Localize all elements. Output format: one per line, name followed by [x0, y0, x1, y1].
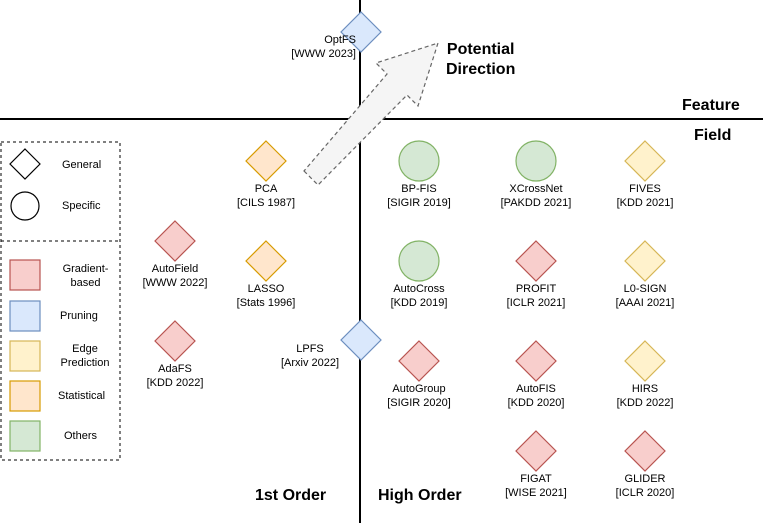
- hirs-venue: [KDD 2022]: [616, 397, 674, 409]
- l0-sign-venue: [AAAI 2021]: [615, 297, 675, 309]
- glider-name: GLIDER: [624, 473, 666, 485]
- figat-node: [515, 430, 557, 472]
- glider-label: GLIDER [ICLR 2020]: [601, 472, 689, 500]
- legend-edge-swatch: [9, 340, 41, 372]
- lasso-node: [245, 240, 287, 282]
- adafs-label: AdaFS [KDD 2022]: [131, 362, 219, 390]
- legend-edge-label: Edge Prediction: [54, 342, 116, 370]
- profit-label: PROFIT [ICLR 2021]: [492, 282, 580, 310]
- legend-gradient-line2: based: [70, 277, 101, 289]
- legend-others-label: Others: [64, 430, 98, 442]
- glider-venue: [ICLR 2020]: [615, 487, 675, 499]
- hirs-name: HIRS: [631, 383, 659, 395]
- autofis-node: [515, 340, 557, 382]
- autofield-label: AutoField [WWW 2022]: [131, 262, 219, 290]
- figat-venue: [WISE 2021]: [505, 487, 567, 499]
- l0-sign-name: L0-SIGN: [623, 283, 667, 295]
- optfs-venue: [WWW 2023]: [291, 48, 356, 60]
- legend-edge-line2: Prediction: [60, 357, 110, 369]
- legend-pruning-swatch: [9, 300, 41, 332]
- xcrossnet-node: [515, 140, 557, 182]
- bp-fis-label: BP-FIS [SIGIR 2019]: [375, 182, 463, 210]
- bp-fis-venue: [SIGIR 2019]: [387, 197, 451, 209]
- autogroup-node: [398, 340, 440, 382]
- feature-label: Feature: [682, 97, 740, 114]
- optfs-node: [340, 11, 382, 53]
- autofis-label: AutoFIS [KDD 2020]: [492, 382, 580, 410]
- autofis-venue: [KDD 2020]: [507, 397, 565, 409]
- legend-edge-line1: Edge: [72, 343, 98, 355]
- legend-specific-label: Specific: [62, 200, 101, 212]
- legend-statistical-swatch: [9, 380, 41, 412]
- potential-direction-line2: Direction: [446, 61, 516, 78]
- autofis-name: AutoFIS: [516, 383, 556, 395]
- legend-statistical-label: Statistical: [58, 390, 106, 402]
- lpfs-label: LPFS [Arxiv 2022]: [270, 342, 350, 370]
- figat-label: FIGAT [WISE 2021]: [492, 472, 580, 500]
- field-label: Field: [694, 127, 732, 144]
- adafs-node: [154, 320, 196, 362]
- glider-node: [624, 430, 666, 472]
- pca-label: PCA [CILS 1987]: [222, 182, 310, 210]
- autogroup-name: AutoGroup: [392, 383, 446, 395]
- legend-gradient-label: Gradient- based: [58, 262, 113, 290]
- l0-sign-label: L0-SIGN [AAAI 2021]: [601, 282, 689, 310]
- pca-node: [245, 140, 287, 182]
- autocross-node: [398, 240, 440, 282]
- legend-general-label: General: [62, 159, 102, 171]
- hirs-node: [624, 340, 666, 382]
- legend-others-swatch: [9, 420, 41, 452]
- fives-node: [624, 140, 666, 182]
- legend-gradient-line1: Gradient-: [62, 263, 109, 275]
- lpfs-name: LPFS: [296, 343, 324, 355]
- autogroup-label: AutoGroup [SIGIR 2020]: [375, 382, 463, 410]
- autofield-node: [154, 220, 196, 262]
- xcrossnet-name: XCrossNet: [509, 183, 563, 195]
- first-order-label: 1st Order: [255, 487, 327, 504]
- legend-pruning-label: Pruning: [60, 310, 98, 322]
- pca-venue: [CILS 1987]: [236, 197, 296, 209]
- bp-fis-name: BP-FIS: [401, 183, 437, 195]
- autofield-name: AutoField: [151, 263, 199, 275]
- autocross-venue: [KDD 2019]: [390, 297, 448, 309]
- potential-direction-arrow: [303, 42, 439, 186]
- legend-specific-circle-icon: [10, 191, 40, 221]
- fives-venue: [KDD 2021]: [616, 197, 674, 209]
- potential-direction-label: Potential Direction: [446, 40, 515, 80]
- lasso-label: LASSO [Stats 1996]: [222, 282, 310, 310]
- xcrossnet-label: XCrossNet [PAKDD 2021]: [488, 182, 584, 210]
- optfs-name: OptFS: [324, 34, 356, 46]
- lasso-name: LASSO: [247, 283, 285, 295]
- autogroup-venue: [SIGIR 2020]: [387, 397, 451, 409]
- adafs-name: AdaFS: [158, 363, 192, 375]
- hirs-label: HIRS [KDD 2022]: [601, 382, 689, 410]
- adafs-venue: [KDD 2022]: [146, 377, 204, 389]
- figat-name: FIGAT: [520, 473, 552, 485]
- profit-name: PROFIT: [515, 283, 557, 295]
- fives-label: FIVES [KDD 2021]: [601, 182, 689, 210]
- bp-fis-node: [398, 140, 440, 182]
- pca-name: PCA: [254, 183, 278, 195]
- autocross-name: AutoCross: [393, 283, 445, 295]
- legend-gradient-swatch: [9, 259, 41, 291]
- xcrossnet-venue: [PAKDD 2021]: [500, 197, 572, 209]
- fives-name: FIVES: [629, 183, 661, 195]
- profit-venue: [ICLR 2021]: [506, 297, 566, 309]
- optfs-label: OptFS [WWW 2023]: [276, 33, 356, 61]
- profit-node: [515, 240, 557, 282]
- legend-general-diamond-icon: [9, 148, 41, 180]
- lpfs-venue: [Arxiv 2022]: [280, 357, 340, 369]
- autocross-label: AutoCross [KDD 2019]: [375, 282, 463, 310]
- autofield-venue: [WWW 2022]: [142, 277, 208, 289]
- l0-sign-node: [624, 240, 666, 282]
- lpfs-node: [340, 319, 382, 361]
- high-order-label: High Order: [378, 487, 462, 504]
- potential-direction-line1: Potential: [446, 41, 515, 58]
- lasso-venue: [Stats 1996]: [236, 297, 296, 309]
